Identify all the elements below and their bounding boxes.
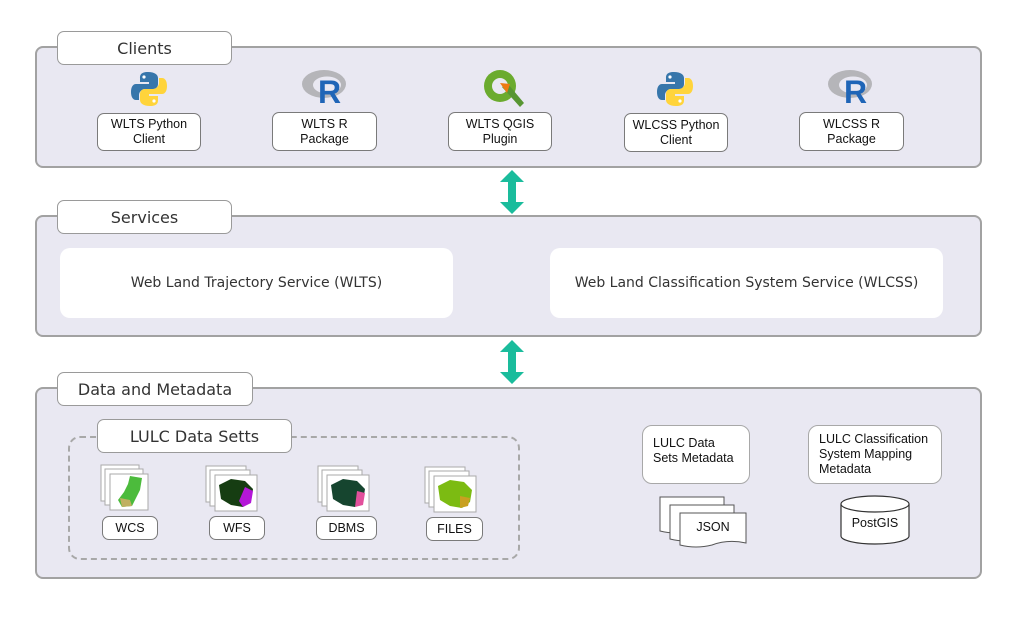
map-stack-icon: [205, 465, 258, 512]
documents-icon: [659, 496, 747, 548]
bidirectional-arrow-icon: [500, 170, 524, 214]
clients-layer-title: Clients: [57, 31, 232, 65]
client-wlts-r[interactable]: WLTS R Package: [272, 112, 377, 151]
metadata-classification-mapping[interactable]: LULC Classification System Mapping Metad…: [808, 425, 942, 484]
python-icon: [657, 72, 693, 106]
client-wlts-python[interactable]: WLTS Python Client: [97, 113, 201, 151]
service-wlcss[interactable]: Web Land Classification System Service (…: [550, 248, 943, 318]
datasets-group-title: LULC Data Setts: [97, 419, 292, 453]
python-icon: [131, 72, 167, 106]
map-stack-icon: [100, 464, 149, 511]
store-json: JSON: [696, 520, 730, 534]
dataset-files[interactable]: FILES: [426, 517, 483, 541]
bidirectional-arrow-icon: [500, 340, 524, 384]
service-wlts[interactable]: Web Land Trajectory Service (WLTS): [60, 248, 453, 318]
map-stack-icon: [317, 465, 370, 512]
dataset-wfs[interactable]: WFS: [209, 516, 265, 540]
datasets-group: [68, 436, 520, 560]
dataset-wcs[interactable]: WCS: [102, 516, 158, 540]
database-icon: [840, 495, 910, 545]
qgis-icon: [484, 70, 524, 107]
dataset-dbms[interactable]: DBMS: [316, 516, 377, 540]
map-stack-icon: [424, 466, 477, 513]
svg-text:R: R: [318, 74, 341, 105]
store-postgis: PostGIS: [851, 516, 899, 530]
client-wlts-qgis[interactable]: WLTS QGIS Plugin: [448, 112, 552, 151]
r-icon: R: [302, 70, 346, 105]
client-wlcss-python[interactable]: WLCSS Python Client: [624, 113, 728, 152]
svg-text:R: R: [844, 74, 867, 105]
data-metadata-layer-title: Data and Metadata: [57, 372, 253, 406]
client-wlcss-r[interactable]: WLCSS R Package: [799, 112, 904, 151]
services-layer-title: Services: [57, 200, 232, 234]
metadata-datasets[interactable]: LULC Data Sets Metadata: [642, 425, 750, 484]
r-icon: R: [828, 70, 872, 105]
